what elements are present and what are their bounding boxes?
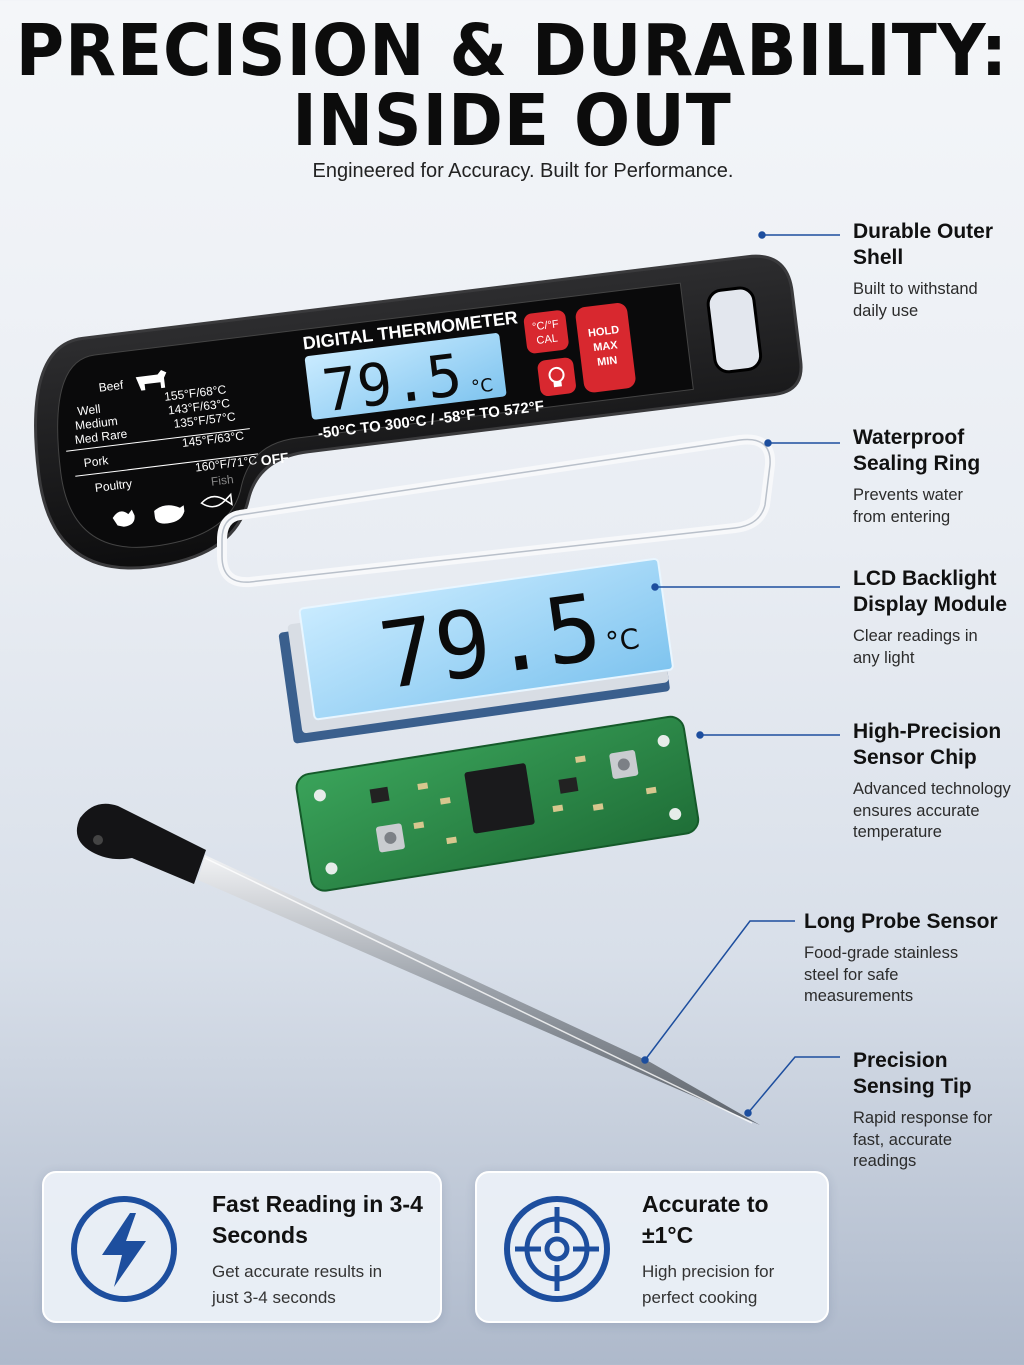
callout-desc: Prevents water from entering [853, 486, 964, 526]
svg-text:MAX: MAX [593, 339, 619, 354]
pork-label: Pork [83, 453, 110, 470]
feature-card-accuracy: Accurate to ±1°C High precision for perf… [475, 1171, 829, 1323]
sensor-chip [464, 763, 535, 834]
callout-lcd-module: LCD Backlight Display Module Clear readi… [853, 566, 1024, 669]
feature-title: Accurate to ±1°C [642, 1191, 769, 1248]
feature-card-fast-reading: Fast Reading in 3-4 Seconds Get accurate… [42, 1171, 442, 1323]
callout-desc: Clear readings in any light [853, 627, 978, 667]
callout-title: LCD Backlight Display Module [853, 567, 1008, 616]
callout-sealing-ring: Waterproof Sealing Ring Prevents water f… [853, 425, 1024, 528]
feature-desc: High precision for perfect cooking [642, 1262, 775, 1307]
fish-icon [200, 492, 233, 508]
callout-probe: Long Probe Sensor Food-grade stainless s… [804, 909, 1004, 1008]
callout-outer-shell: Durable Outer Shell Built to withstand d… [853, 219, 1024, 322]
feature-desc: Get accurate results in just 3-4 seconds [212, 1262, 383, 1307]
svg-text:HOLD: HOLD [587, 324, 619, 340]
pig-icon [154, 505, 185, 524]
callout-title: High-Precision Sensor Chip [853, 720, 1002, 769]
target-icon [504, 1196, 610, 1302]
callout-sensing-tip: Precision Sensing Tip Rapid response for… [853, 1048, 1018, 1173]
svg-text:CAL: CAL [536, 333, 559, 348]
callout-desc: Rapid response for fast, accurate readin… [853, 1109, 993, 1170]
body-lcd-reading: 79.5 [319, 341, 466, 426]
med-rare-label: Med Rare [74, 427, 128, 447]
headline-line-1: PRECISION & DURABILITY: [15, 8, 1009, 93]
callout-desc: Built to withstand daily use [853, 280, 978, 320]
probe-handle [76, 803, 206, 884]
lightning-icon [71, 1196, 177, 1302]
callout-title: Long Probe Sensor [804, 910, 998, 933]
lcd-module: 79.5 °C [278, 557, 674, 744]
well-label: Well [77, 402, 102, 419]
sensor-chip-board [295, 715, 700, 892]
body-lcd-unit: °C [470, 375, 494, 398]
chicken-icon [112, 509, 135, 527]
callout-desc: Food-grade stainless steel for safe meas… [804, 944, 959, 1005]
callout-sensor-chip: High-Precision Sensor Chip Advanced tech… [853, 719, 1024, 844]
probe [76, 803, 760, 1125]
callout-lines [641, 231, 840, 1117]
cow-icon [135, 370, 167, 391]
svg-text:MIN: MIN [597, 354, 619, 368]
unit-cal-button[interactable]: °C/°F CAL [523, 309, 570, 354]
thermometer-body: DIGITAL THERMOMETER 79.5 °C -50°C TO 300… [34, 254, 803, 570]
hang-hole [706, 286, 763, 374]
svg-text:°C/°F: °C/°F [532, 318, 560, 333]
doneness-chart: Beef Well Medium Med Rare 155°F/68°C 143… [66, 370, 258, 527]
feature-title: Fast Reading in 3-4 Seconds [212, 1191, 423, 1248]
sealing-ring [217, 434, 776, 588]
body-lcd-screen [304, 333, 507, 420]
lcd-module-screen [298, 557, 674, 721]
callout-title: Durable Outer Shell [853, 220, 994, 269]
medium-label: Medium [74, 414, 118, 433]
off-label: OFF [260, 449, 290, 468]
hold-max-min-button[interactable]: HOLD MAX MIN [575, 302, 637, 394]
callout-desc: Advanced technology ensures accurate tem… [853, 780, 1011, 841]
backlight-button[interactable] [537, 357, 577, 397]
poultry-label: Poultry [94, 476, 133, 494]
callout-title: Waterproof Sealing Ring [853, 426, 981, 475]
callout-title: Precision Sensing Tip [853, 1049, 972, 1098]
headline-line-2: INSIDE OUT [292, 78, 732, 163]
subtitle: Engineered for Accuracy. Built for Perfo… [312, 160, 734, 182]
fish-label: Fish [210, 472, 234, 489]
lcd-module-unit: °C [604, 622, 642, 659]
beef-label: Beef [98, 378, 125, 395]
